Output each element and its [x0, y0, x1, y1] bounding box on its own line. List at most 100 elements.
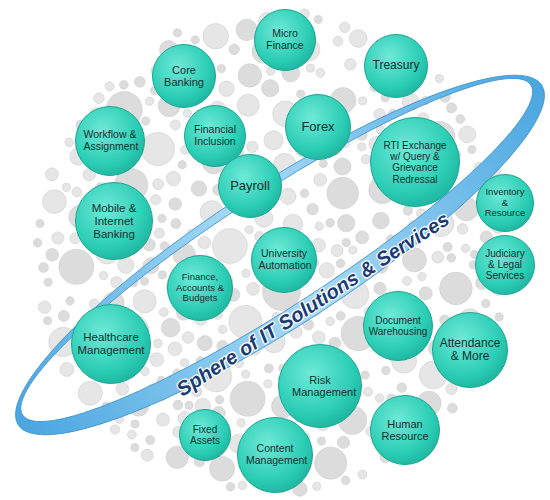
service-label: Risk Management [292, 374, 348, 399]
background-dot [219, 325, 228, 334]
background-dot [182, 332, 194, 344]
background-dot [215, 396, 223, 404]
background-dot [327, 177, 359, 209]
background-dot [183, 109, 191, 117]
background-dot [178, 161, 186, 169]
background-dot [373, 212, 390, 229]
circle-shape [180, 410, 231, 461]
background-dot [45, 168, 58, 181]
background-dot [217, 64, 225, 72]
circle-shape [153, 45, 216, 108]
background-dot [212, 229, 247, 264]
circle-shape [76, 183, 153, 260]
background-dot [307, 203, 319, 215]
background-dot [403, 277, 412, 286]
background-dot [364, 387, 373, 396]
background-dot [482, 299, 490, 307]
background-dot [116, 382, 129, 395]
background-dot [326, 317, 335, 326]
background-dot [59, 249, 94, 284]
service-circle: Workflow & Assignment [75, 106, 145, 176]
background-dot [78, 381, 102, 405]
background-dot [153, 179, 164, 190]
background-dot [342, 238, 350, 246]
circle-shape [476, 236, 535, 295]
background-dot [158, 214, 166, 222]
background-dot [448, 403, 458, 413]
background-dot [264, 131, 283, 150]
service-label: Judiciary & Legal Services [483, 248, 527, 282]
background-dot [166, 171, 180, 185]
circle-shape [371, 396, 440, 465]
background-dot [168, 342, 182, 356]
service-label: Inventory & Resource [484, 187, 526, 219]
background-dot [314, 173, 327, 186]
service-label: University Automation [259, 248, 310, 272]
circle-shape [365, 35, 428, 98]
background-dot [375, 394, 384, 403]
background-dot [242, 269, 250, 277]
background-dot [315, 447, 347, 479]
service-circle: Inventory & Resource [476, 174, 534, 232]
background-dot [264, 364, 273, 373]
service-circle: Human Resource [370, 395, 440, 465]
background-dot [170, 120, 180, 130]
background-dot [297, 90, 305, 98]
background-dot [247, 283, 260, 296]
background-dot [219, 81, 234, 96]
background-dot [62, 183, 70, 191]
service-label: Human Resource [379, 418, 432, 443]
background-dot [141, 132, 174, 165]
background-dot [495, 313, 503, 321]
service-circle: Healthcare Management [71, 304, 151, 384]
background-dot [198, 237, 210, 249]
background-dot [191, 181, 206, 196]
background-dot [242, 370, 250, 378]
circle-shape [255, 10, 316, 71]
background-dot [374, 282, 386, 294]
background-dot [36, 220, 44, 228]
service-circle: Risk Management [278, 344, 362, 428]
service-label: Fixed Assets [186, 424, 225, 446]
background-dot [361, 371, 369, 379]
background-dot [316, 69, 325, 78]
service-circle: Content Management [237, 417, 313, 493]
background-dot [306, 64, 314, 72]
background-dot [131, 444, 139, 452]
circle-shape [286, 95, 351, 160]
service-label: Workflow & Assignment [84, 129, 137, 153]
background-dot [173, 400, 183, 410]
background-dot [447, 253, 456, 262]
circle-shape [252, 228, 317, 293]
service-label: Payroll [226, 179, 274, 194]
service-label: Healthcare Management [76, 331, 146, 357]
service-circle: Forex [285, 94, 351, 160]
background-dot [300, 189, 308, 197]
background-dot [66, 297, 74, 305]
background-dot [43, 190, 67, 214]
service-circle: Attendance & More [432, 312, 508, 388]
background-dot [397, 383, 406, 392]
service-label: Content Management [246, 443, 304, 467]
background-dot [94, 93, 105, 104]
background-dot [180, 359, 188, 367]
service-circle: Mobile & Internet Banking [75, 182, 153, 260]
service-label: Core Banking [162, 64, 207, 89]
background-dot [403, 206, 412, 215]
background-dot [141, 277, 149, 285]
background-dot [440, 272, 473, 305]
background-dot [150, 353, 164, 367]
background-dot [349, 30, 367, 48]
background-dot [141, 449, 153, 461]
service-label: Mobile & Internet Banking [88, 202, 141, 241]
background-dot [247, 141, 258, 152]
background-dot [334, 158, 351, 175]
background-dot [191, 36, 199, 44]
background-dot [356, 231, 369, 244]
background-dot [461, 244, 469, 252]
background-dot [173, 29, 181, 37]
background-dot [185, 401, 193, 409]
background-dot [131, 420, 139, 428]
background-dot [60, 363, 74, 377]
circle-shape [238, 418, 313, 493]
